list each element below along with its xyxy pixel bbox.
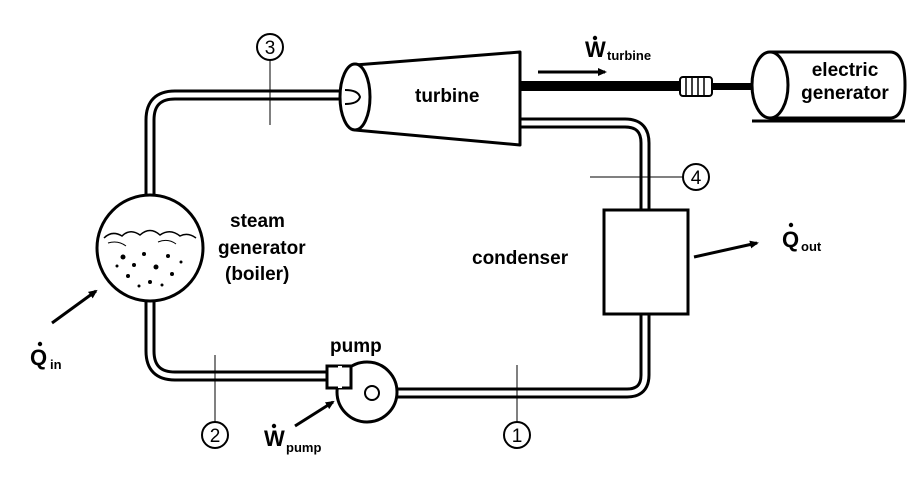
pump-label: pump: [330, 336, 382, 357]
q-in-symbol: Q in: [30, 341, 62, 372]
condenser: [602, 208, 690, 316]
q-in-main: Q: [30, 345, 47, 370]
w-pump-main: W: [264, 426, 285, 451]
turbine-shaft: [520, 81, 772, 91]
steam-generator-boiler: [95, 193, 205, 303]
pipe-condenser-to-pump: [359, 306, 651, 399]
q-out-arrow: [693, 240, 759, 259]
q-in-sub: in: [50, 357, 62, 372]
pipe-turbine-to-condenser: [514, 117, 651, 218]
turbine: [338, 50, 522, 147]
state-1-marker: 1: [503, 365, 531, 449]
w-pump-sub: pump: [286, 440, 321, 455]
electric-generator: electric generator: [750, 50, 907, 123]
q-out-main: Q: [782, 227, 799, 252]
w-pump-arrow: [294, 400, 335, 428]
condenser-label: condenser: [472, 248, 569, 269]
generator-label-line2: generator: [801, 83, 889, 104]
q-out-sub: out: [801, 239, 822, 254]
state-2-marker: 2: [201, 355, 229, 449]
state-2-label: 2: [210, 426, 221, 447]
w-turbine-sub: turbine: [607, 48, 651, 63]
steam-generator-label-line1: steam: [230, 211, 285, 232]
state-3-label: 3: [265, 38, 276, 59]
generator-label-line1: electric: [812, 60, 879, 81]
w-turbine-symbol: W turbine: [585, 35, 651, 63]
state-1-label: 1: [512, 426, 523, 447]
state-4-marker: 4: [590, 163, 710, 191]
state-3-marker: 3: [256, 33, 284, 125]
w-turbine-main: W: [585, 37, 606, 62]
steam-generator-label-line2: generator: [218, 238, 306, 259]
q-out-symbol: Q out: [782, 222, 822, 254]
pipe-boiler-to-turbine: [144, 89, 366, 201]
turbine-label: turbine: [415, 86, 479, 107]
w-pump-symbol: W pump: [264, 423, 321, 455]
q-in-arrow: [51, 289, 98, 325]
steam-generator-label-line3: (boiler): [225, 264, 289, 285]
state-4-label: 4: [691, 168, 702, 189]
pump: [325, 360, 399, 424]
pipe-pump-to-boiler: [144, 294, 341, 382]
shaft-coupling: [679, 76, 713, 97]
